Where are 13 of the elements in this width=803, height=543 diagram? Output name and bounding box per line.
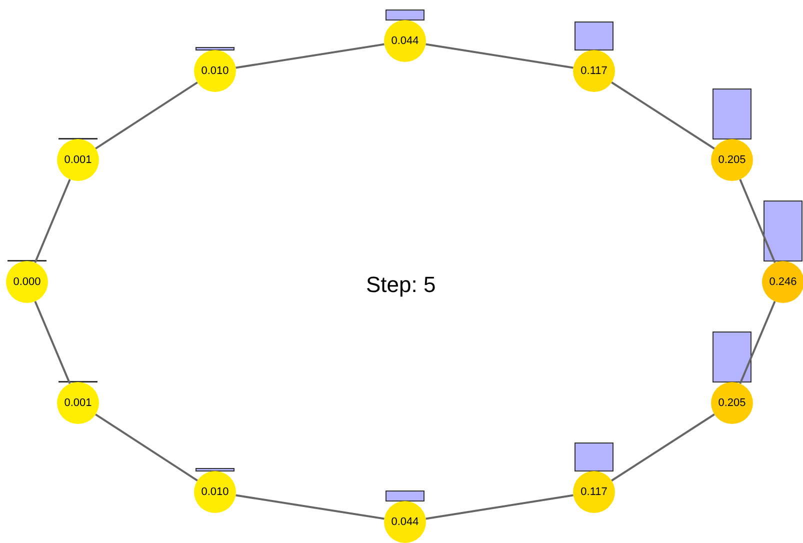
connector-line	[95, 82, 198, 150]
connector-line	[236, 494, 384, 520]
connector-line	[739, 300, 776, 384]
connector-line	[34, 178, 71, 264]
connector-line	[611, 82, 715, 150]
connector-line	[426, 494, 574, 520]
connector-line	[236, 43, 384, 69]
connector-line	[611, 414, 715, 482]
step-label: Step: 5	[366, 271, 436, 299]
connector-line	[95, 414, 198, 482]
connector-line	[34, 300, 71, 384]
connector-line	[426, 43, 574, 69]
connector-line	[739, 178, 776, 264]
